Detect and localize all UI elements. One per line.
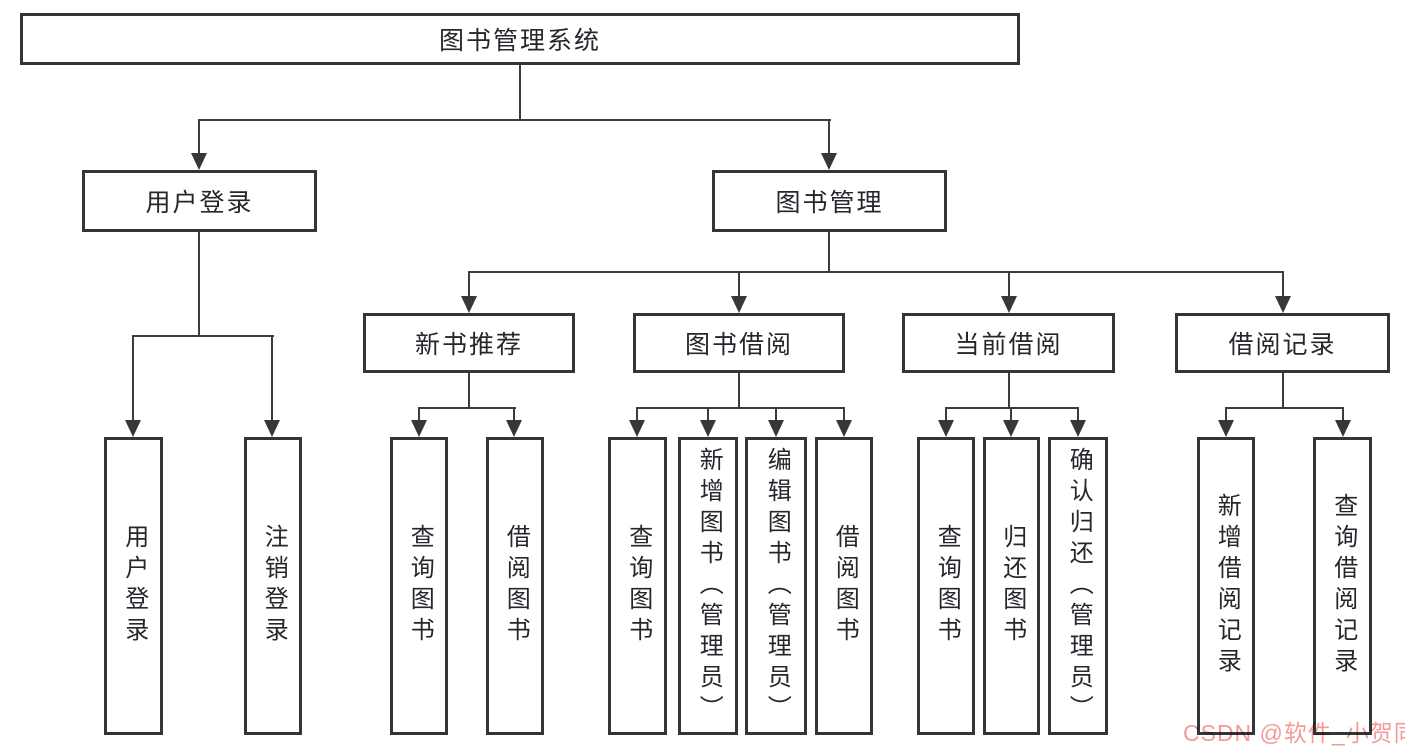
leaf-query-book-recommend: 查询图书	[390, 437, 448, 735]
leaf-borrow-book-label: 借阅图书	[831, 524, 859, 648]
node-book-borrow: 图书借阅	[633, 313, 845, 373]
connector-line	[198, 232, 200, 337]
connector-line	[945, 407, 1079, 409]
arrowhead-down-icon	[125, 420, 141, 437]
leaf-logout: 注销登录	[244, 437, 302, 735]
connector-line	[271, 335, 273, 424]
connector-line	[418, 407, 420, 424]
connector-line	[1282, 271, 1284, 300]
arrowhead-down-icon	[768, 420, 784, 437]
connector-line	[132, 335, 274, 337]
arrowhead-down-icon	[1003, 420, 1019, 437]
node-new-book-recommend: 新书推荐	[363, 313, 575, 373]
csdn-watermark: CSDN @软件_小贺同学	[1183, 720, 1405, 746]
leaf-borrow-book-recommend: 借阅图书	[486, 437, 544, 735]
connector-line	[198, 119, 200, 157]
leaf-query-book-borrow-label: 查询图书	[624, 524, 652, 648]
connector-line	[513, 407, 515, 424]
node-book-borrow-label: 图书借阅	[684, 331, 793, 359]
arrowhead-down-icon	[191, 153, 207, 170]
leaf-query-borrow-record-label: 查询借阅记录	[1329, 493, 1357, 679]
connector-line	[738, 271, 740, 300]
arrowhead-down-icon	[1335, 420, 1351, 437]
arrowhead-down-icon	[629, 420, 645, 437]
node-user-login: 用户登录	[82, 170, 317, 232]
leaf-confirm-return-admin: 确认归还（管理员）	[1048, 437, 1108, 735]
leaf-query-book-recommend-label: 查询图书	[406, 524, 434, 648]
connector-line	[945, 407, 947, 424]
connector-line	[1077, 407, 1079, 424]
connector-line	[707, 407, 709, 424]
leaf-logout-label: 注销登录	[260, 524, 288, 648]
leaf-query-book-current-label: 查询图书	[933, 524, 961, 648]
connector-line	[636, 407, 638, 424]
connector-line	[1008, 271, 1010, 300]
leaf-return-book: 归还图书	[983, 437, 1040, 735]
node-book-management: 图书管理	[712, 170, 947, 232]
node-borrow-records: 借阅记录	[1175, 313, 1390, 373]
connector-line	[198, 119, 831, 121]
connector-line	[132, 335, 134, 424]
connector-line	[775, 407, 777, 424]
node-book-management-label: 图书管理	[775, 189, 884, 217]
connector-line	[468, 271, 470, 300]
arrowhead-down-icon	[506, 420, 522, 437]
leaf-return-book-label: 归还图书	[998, 524, 1026, 648]
node-root-label: 图书管理系统	[438, 27, 601, 55]
connector-line	[1282, 373, 1284, 409]
node-root: 图书管理系统	[20, 13, 1020, 65]
leaf-user-login: 用户登录	[104, 437, 163, 735]
connector-line	[418, 407, 516, 409]
connector-line	[738, 373, 740, 409]
connector-line	[519, 65, 521, 120]
connector-line	[1342, 407, 1344, 424]
leaf-add-borrow-record: 新增借阅记录	[1197, 437, 1255, 735]
arrowhead-down-icon	[1070, 420, 1086, 437]
arrowhead-down-icon	[461, 296, 477, 313]
leaf-edit-book-admin: 编辑图书（管理员）	[745, 437, 807, 735]
arrowhead-down-icon	[1275, 296, 1291, 313]
leaf-borrow-book-recommend-label: 借阅图书	[502, 524, 530, 648]
leaf-query-book-current: 查询图书	[917, 437, 975, 735]
node-new-book-recommend-label: 新书推荐	[414, 331, 523, 359]
arrowhead-down-icon	[411, 420, 427, 437]
arrowhead-down-icon	[731, 296, 747, 313]
connector-line	[636, 407, 845, 409]
arrowhead-down-icon	[821, 153, 837, 170]
node-borrow-records-label: 借阅记录	[1228, 331, 1337, 359]
leaf-edit-book-admin-label: 编辑图书（管理员）	[763, 446, 791, 726]
leaf-add-book-admin-label: 新增图书（管理员）	[695, 446, 723, 726]
arrowhead-down-icon	[938, 420, 954, 437]
connector-line	[828, 119, 830, 157]
connector-line	[1225, 407, 1227, 424]
leaf-query-book-borrow: 查询图书	[608, 437, 667, 735]
arrowhead-down-icon	[1001, 296, 1017, 313]
connector-line	[1225, 407, 1344, 409]
node-current-borrow: 当前借阅	[902, 313, 1115, 373]
connector-line	[468, 271, 1284, 273]
leaf-add-book-admin: 新增图书（管理员）	[678, 437, 738, 735]
arrowhead-down-icon	[700, 420, 716, 437]
connector-line	[828, 232, 830, 273]
connector-line	[1010, 407, 1012, 424]
connector-line	[843, 407, 845, 424]
connector-line	[468, 373, 470, 409]
leaf-borrow-book: 借阅图书	[815, 437, 873, 735]
leaf-confirm-return-admin-label: 确认归还（管理员）	[1065, 446, 1093, 726]
leaf-query-borrow-record: 查询借阅记录	[1313, 437, 1372, 735]
node-user-login-label: 用户登录	[145, 189, 254, 217]
connector-line	[1008, 373, 1010, 409]
arrowhead-down-icon	[1218, 420, 1234, 437]
arrowhead-down-icon	[264, 420, 280, 437]
leaf-user-login-label: 用户登录	[120, 524, 148, 648]
leaf-add-borrow-record-label: 新增借阅记录	[1213, 493, 1241, 679]
arrowhead-down-icon	[836, 420, 852, 437]
node-current-borrow-label: 当前借阅	[954, 331, 1063, 359]
